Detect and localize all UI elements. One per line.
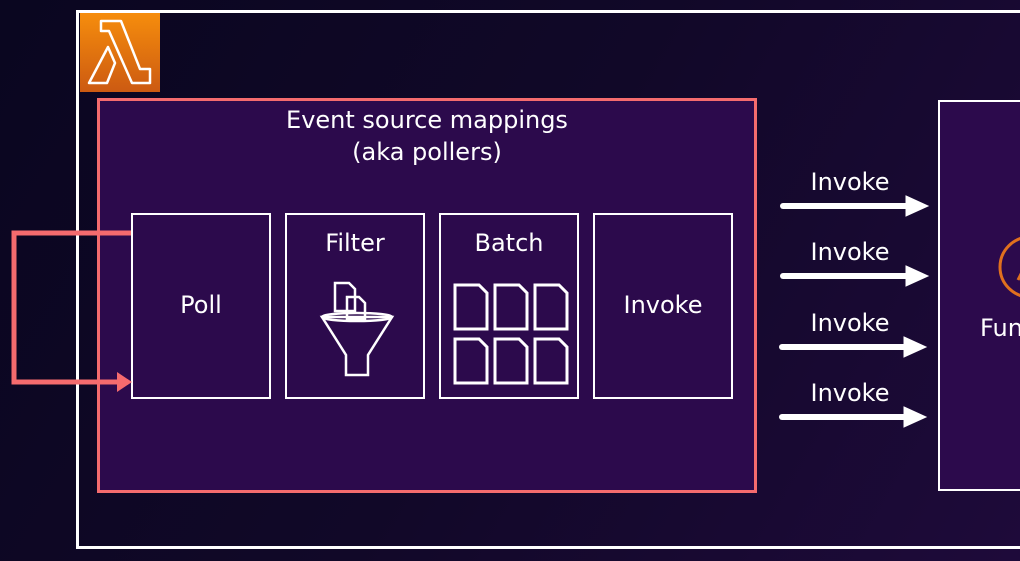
step-label: Poll	[180, 291, 222, 319]
invoke-label: Invoke	[810, 309, 890, 337]
subtitle-text: (aka pollers)	[352, 138, 502, 166]
step-label: Batch	[474, 229, 544, 257]
function-box: Function	[938, 100, 1020, 491]
step-batch: Batch	[439, 213, 579, 399]
step-label: Filter	[325, 229, 385, 257]
lambda-service-boundary	[76, 10, 1020, 549]
esm-title: Event source mappings (aka pollers)	[100, 104, 754, 168]
function-label: Function	[980, 314, 1020, 342]
step-invoke: Invoke	[593, 213, 733, 399]
lambda-icon	[80, 13, 160, 92]
step-filter: Filter	[285, 213, 425, 399]
lambda-function-icon	[998, 237, 1020, 297]
step-poll: Poll	[131, 213, 271, 399]
invoke-label: Invoke	[810, 168, 890, 196]
step-label: Invoke	[623, 291, 703, 319]
title-text: Event source mappings	[286, 106, 568, 134]
invoke-label: Invoke	[810, 379, 890, 407]
invoke-label: Invoke	[810, 238, 890, 266]
filter-funnel-icon	[319, 281, 395, 377]
batch-documents-icon	[453, 283, 569, 385]
